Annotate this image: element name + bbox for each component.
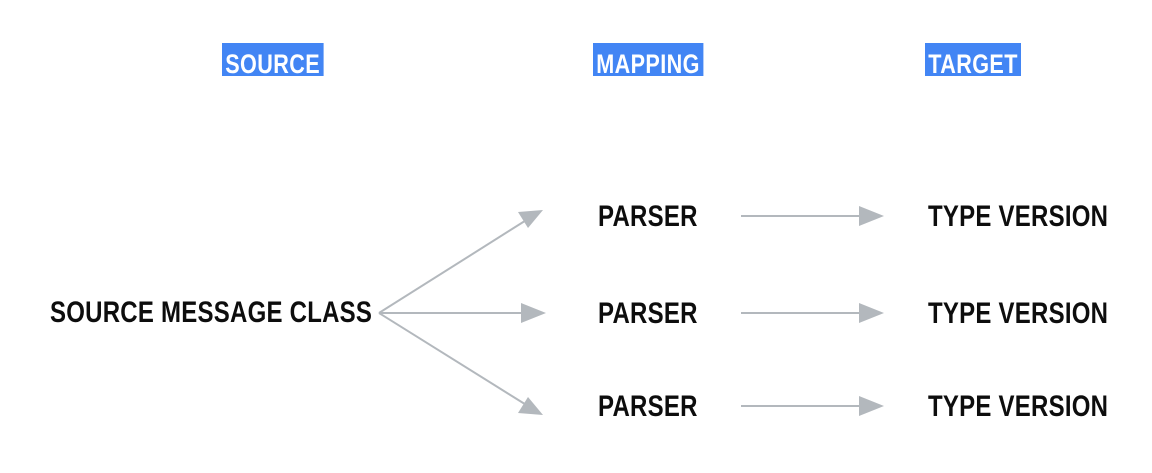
edge-source-to-parser-2: [378, 312, 543, 415]
type-version-node: TYPE VERSION: [928, 297, 1109, 330]
parser-node: PARSER: [598, 297, 698, 330]
column-header-source: SOURCE: [222, 43, 324, 79]
type-version-node: TYPE VERSION: [928, 200, 1109, 233]
parser-node: PARSER: [598, 390, 698, 423]
source-message-class-node: SOURCE MESSAGE CLASS: [50, 296, 373, 329]
edge-source-to-parser-1: [379, 303, 546, 323]
edge-parser-0-to-target-0: [741, 206, 884, 226]
type-version-node: TYPE VERSION: [928, 390, 1109, 423]
edge-parser-1-to-target-1: [741, 303, 884, 323]
parser-node: PARSER: [598, 200, 698, 233]
column-header-mapping: MAPPING: [593, 43, 704, 79]
column-header-target: TARGET: [925, 43, 1021, 79]
edge-parser-2-to-target-2: [741, 396, 884, 416]
edge-source-to-parser-0: [378, 210, 543, 314]
